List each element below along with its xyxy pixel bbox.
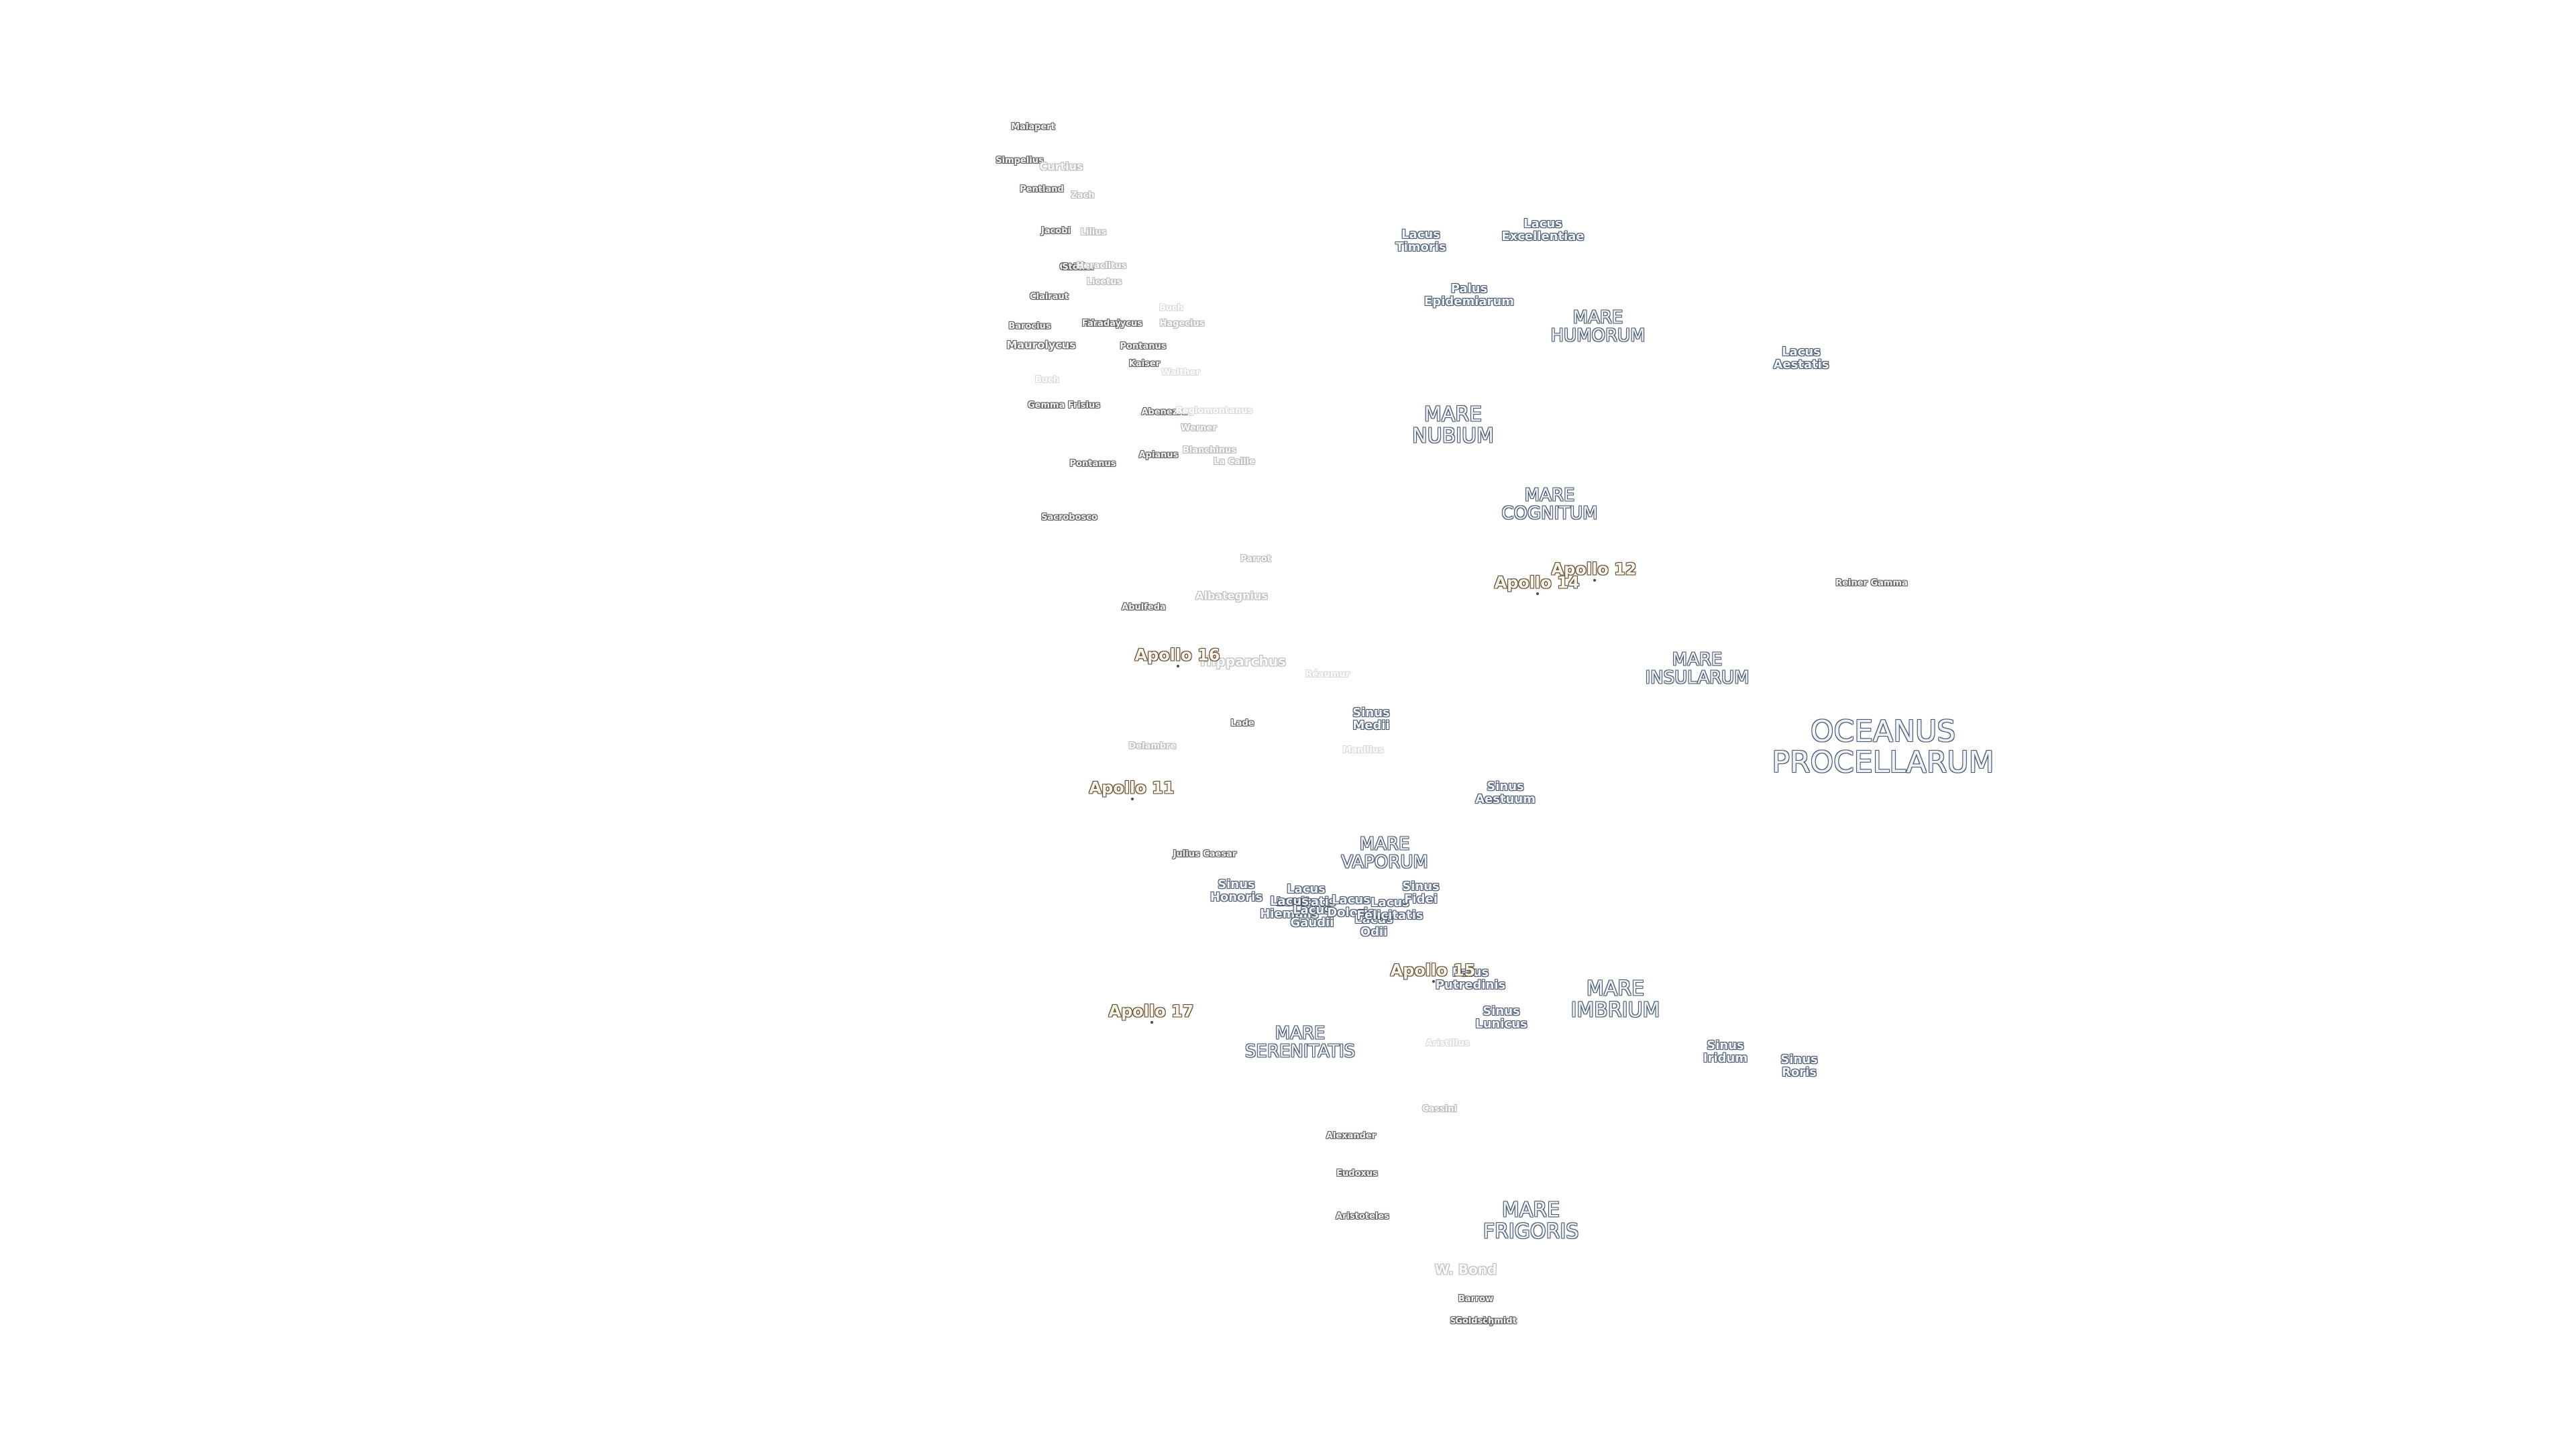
map-label: Sinus Iridum — [1703, 1038, 1748, 1065]
map-label: Apollo 12 — [1551, 559, 1637, 579]
map-label: Stöfler — [1062, 262, 1095, 273]
map-label: Lilius — [1080, 227, 1107, 238]
map-label: Goldschmidt — [1455, 1316, 1517, 1327]
map-label: Lade — [1230, 718, 1254, 729]
map-label: Sinus Medii — [1352, 706, 1390, 733]
map-label: Sacrobosco — [1041, 513, 1097, 523]
map-label: MARE IMBRIUM — [1570, 977, 1660, 1022]
map-label: Apollo 14 — [1494, 573, 1580, 592]
map-label: MARE FRIGORIS — [1483, 1198, 1579, 1243]
map-label: Sinus Aestuum — [1475, 780, 1536, 806]
map-label: Palus Epidemiarum — [1424, 282, 1514, 309]
map-label: Barrow — [1458, 1294, 1494, 1305]
map-label: Lacus Excellentiae — [1501, 217, 1585, 244]
map-label: Lacus Timoris — [1395, 227, 1446, 254]
map-label: Regiomontanus — [1175, 406, 1253, 417]
map-label: Heraclitus — [1076, 261, 1127, 272]
map-label: Abenezra — [1141, 407, 1188, 418]
map-label: Sinus Fidei — [1402, 879, 1440, 906]
map-label: Sinus Lunicus — [1475, 1004, 1527, 1031]
map-label: Delambre — [1128, 741, 1177, 752]
map-label: Clairaut — [1030, 292, 1069, 303]
landing-site-marker — [1536, 592, 1539, 595]
landing-site-marker — [1177, 665, 1179, 667]
map-label: Buch — [1159, 303, 1184, 314]
map-label: Zach — [1071, 191, 1095, 201]
map-label: Buch — [1034, 375, 1060, 386]
map-label: Albategnius — [1195, 589, 1268, 602]
map-label: Aristillus — [1426, 1038, 1470, 1049]
map-label: Lacus Gaudii — [1290, 903, 1334, 930]
map-label: Walther — [1161, 368, 1200, 378]
map-label: Gemma Frisius — [1028, 400, 1100, 411]
map-label: Sinus Honoris — [1210, 877, 1263, 904]
map-label: Sinus Roris — [1780, 1053, 1818, 1079]
map-label: Maurolycus — [1006, 338, 1076, 352]
map-label: W. Bond — [1434, 1261, 1497, 1278]
map-label: Hagecius — [1159, 319, 1205, 329]
map-label: Julius Caesar — [1173, 849, 1237, 860]
map-label: Pontanus — [1069, 459, 1116, 470]
map-label: Pentland — [1020, 184, 1064, 195]
map-label: Hipparchus — [1200, 653, 1286, 669]
map-label: La Caille — [1213, 457, 1256, 468]
map-label: Apollo 17 — [1108, 1002, 1194, 1021]
map-label: Lacus Hiemalis — [1260, 894, 1319, 921]
map-label: Lacus Felicitatis — [1356, 896, 1424, 922]
map-label: Curtius — [1039, 160, 1083, 173]
map-label: Faraday — [1081, 319, 1122, 329]
map-label: Lacus Aestatis — [1773, 345, 1829, 372]
landing-site-marker — [1593, 579, 1596, 582]
map-label: Simpelius — [996, 156, 1044, 166]
map-label: Lacus Odii — [1354, 912, 1393, 939]
map-label: Alexander — [1326, 1131, 1377, 1142]
map-label: MARE INSULARUM — [1645, 649, 1750, 688]
map-label: Malapert — [1011, 122, 1055, 133]
map-label: MARE VAPORUM — [1341, 834, 1428, 873]
map-label: Manilius — [1342, 745, 1384, 756]
map-label: Parrot — [1240, 554, 1271, 565]
map-label: OCEANUS PROCELLARUM — [1772, 714, 1994, 780]
map-label: Jacobi — [1040, 226, 1071, 237]
landing-site-marker — [1150, 1021, 1153, 1024]
map-label: Maurolycus — [1086, 319, 1142, 329]
map-label: Kaiser — [1128, 359, 1161, 370]
map-label: Apianus — [1138, 450, 1179, 461]
map-label: Cassini — [1422, 1104, 1457, 1115]
map-label: Barocius — [1008, 321, 1051, 332]
map-label: MARE NUBIUM — [1412, 402, 1494, 447]
map-label: Apollo 15 — [1390, 961, 1476, 980]
map-label: Licetus — [1086, 277, 1122, 288]
map-label: Eudoxus — [1336, 1169, 1378, 1179]
map-label: Abulfeda — [1122, 602, 1166, 613]
map-label: MARE HUMORUM — [1550, 307, 1646, 346]
map-label: Apollo 16 — [1134, 645, 1220, 665]
map-label: Scoresby — [1450, 1316, 1495, 1327]
map-label: Apollo 11 — [1089, 778, 1175, 798]
map-label: Reiner Gamma — [1835, 578, 1908, 589]
landing-site-marker — [1131, 798, 1134, 800]
map-label: Pontanus — [1120, 341, 1167, 352]
map-label: Werner — [1181, 423, 1217, 434]
map-label: MARE COGNITUM — [1501, 485, 1598, 524]
map-label: Lacus Lenitatis — [1276, 882, 1336, 909]
map-label: Réaumur — [1305, 669, 1350, 680]
map-label: Cuvier — [1059, 262, 1091, 273]
landing-site-marker — [1432, 980, 1435, 983]
map-label: MARE SERENITATIS — [1244, 1023, 1356, 1062]
map-label: Lacus Doloris — [1327, 893, 1375, 920]
map-label: Blanchinus — [1182, 445, 1237, 456]
map-label: Palus Putredinis — [1435, 965, 1506, 992]
map-label: Aristoteles — [1336, 1212, 1389, 1222]
